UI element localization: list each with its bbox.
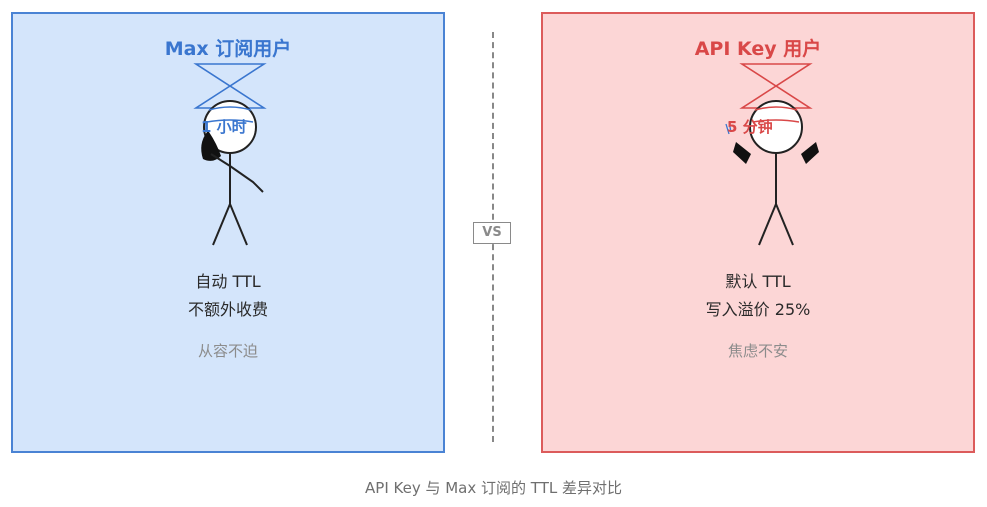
anxious-stick-figure-icon [725,63,819,246]
api-key-ttl-badge: 5 分钟 [727,118,773,136]
max-subscriber-panel: Max 订阅用户 1 小时 自动 TTL 不额外收费 从容不迫 [11,12,445,453]
max-ttl-type: 自动 TTL [195,272,261,291]
relaxed-stick-figure-icon [193,63,267,246]
max-cost-note: 不额外收费 [187,300,268,319]
figure-caption: API Key 与 Max 订阅的 TTL 差异对比 [365,479,622,497]
max-mood: 从容不迫 [197,342,258,360]
max-panel-title: Max 订阅用户 [164,38,292,60]
max-ttl-badge: 1 小时 [201,118,247,136]
api-key-ttl-type: 默认 TTL [725,272,791,291]
api-key-panel: API Key 用户 5 分钟 默认 TTL 写入溢价 25% 焦虑不安 [541,12,975,453]
vs-badge: VS [473,222,511,244]
api-key-panel-title: API Key 用户 [694,38,822,60]
api-key-cost-note: 写入溢价 25% [705,300,811,319]
api-key-mood: 焦虑不安 [727,342,788,360]
